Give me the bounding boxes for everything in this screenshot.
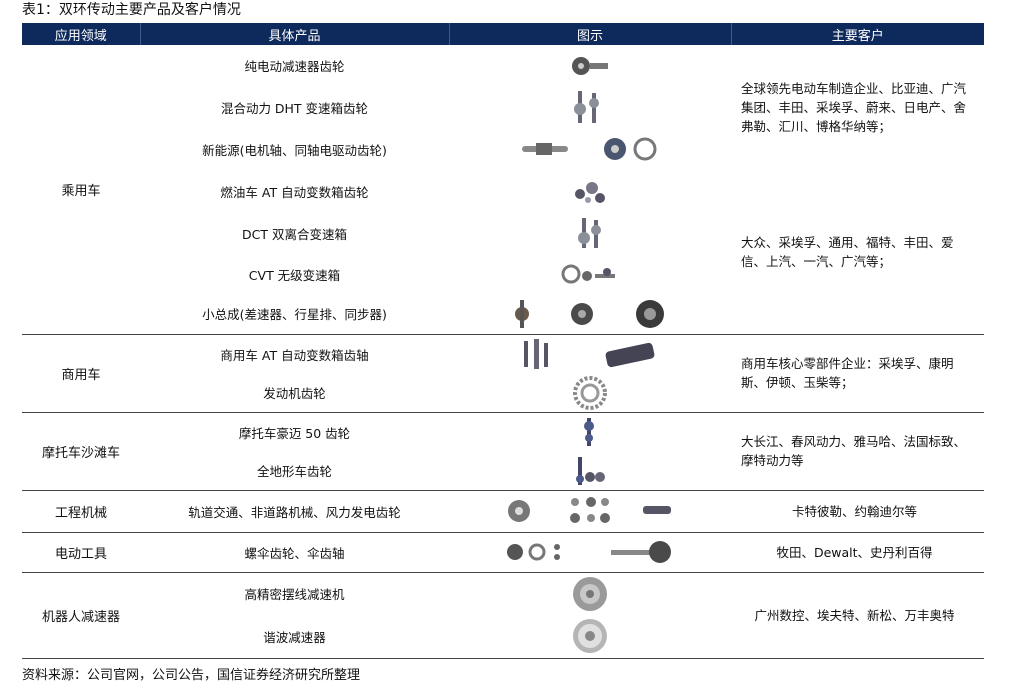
table-row: 电动工具 螺伞齿轮、伞齿轴 牧田、Dewalt、史丹利百得 xyxy=(22,531,984,572)
bevel-gear-image xyxy=(507,541,671,563)
product-image xyxy=(449,531,731,572)
product-image xyxy=(449,86,731,128)
table-row: 商用车 商用车 AT 自动变数箱齿轴 商用车核心零部件企业：采埃孚、康明斯、伊顿… xyxy=(22,333,984,412)
commercial-gear-shaft-image xyxy=(524,339,655,370)
category-cell: 机器人减速器 xyxy=(22,571,140,658)
header-application: 应用领域 xyxy=(22,23,140,45)
header-product: 具体产品 xyxy=(139,23,449,45)
table-row: 机器人减速器 高精密摆线减速机 广州数控、埃夫特、新松、万丰奥特 xyxy=(22,571,984,658)
category-cell: 商用车 xyxy=(22,333,140,412)
product-cell: 商用车 AT 自动变数箱齿轴 xyxy=(140,333,449,374)
header-customers: 主要客户 xyxy=(730,23,984,45)
product-cell: 小总成(差速器、行星排、同步器) xyxy=(202,307,387,323)
product-cell: 轨道交通、非道路机械、风力发电齿轮 xyxy=(140,489,449,532)
product-cell: 全地形车齿轮 xyxy=(256,464,332,480)
industrial-gear-image xyxy=(508,497,671,523)
cvt-gear-image xyxy=(561,264,615,284)
product-cell: 燃油车 AT 自动变数箱齿轮 xyxy=(220,184,369,200)
product-image xyxy=(449,254,731,294)
category-cell: 工程机械 xyxy=(22,489,140,532)
product-image xyxy=(449,489,731,532)
customer-cell: 牧田、Dewalt、史丹利百得 xyxy=(731,531,984,572)
sub-assembly-image xyxy=(515,299,664,328)
source-note: 资料来源：公司官网，公司公告，国信证券经济研究所整理 xyxy=(22,668,361,683)
product-image xyxy=(449,212,731,254)
product-image xyxy=(449,374,731,412)
customer-cell: 全球领先电动车制造企业、比亚迪、广汽集团、丰田、采埃孚、蔚来、日电产、舍弗勒、汇… xyxy=(741,81,967,134)
product-cell: DCT 双离合变速箱 xyxy=(242,226,347,242)
table-row: 发动机齿轮 xyxy=(22,374,984,412)
customer-cell: 广州数控、埃夫特、新松、万丰奥特 xyxy=(731,571,984,658)
product-image xyxy=(449,615,731,658)
shaft-gear-image xyxy=(574,91,599,123)
customer-cell: 卡特彼勒、约翰迪尔等 xyxy=(731,489,984,532)
table-row: CVT 无级变速箱 xyxy=(22,254,984,294)
product-image xyxy=(449,452,731,490)
header-illustration: 图示 xyxy=(448,23,731,45)
cycloid-reducer-image xyxy=(573,576,607,611)
table-row: 摩托车沙滩车 摩托车豪迈 50 齿轮 大长江、春风动力、雅马哈、法国标致、摩特动… xyxy=(22,411,984,490)
product-image xyxy=(449,45,731,86)
customer-cell: 大众、采埃孚、通用、福特、丰田、爱信、上汽、一汽、广汽等； xyxy=(741,234,954,269)
customer-cell: 商用车核心零部件企业：采埃孚、康明斯、伊顿、玉柴等； xyxy=(731,333,984,412)
product-cell: 混合动力 DHT 变速箱齿轮 xyxy=(220,100,369,116)
table-row: 燃油车 AT 自动变数箱齿轮 大众、采埃孚、通用、福特、丰田、爱信、上汽、一汽、… xyxy=(22,170,984,269)
product-image xyxy=(449,128,731,170)
customer-cell: 大长江、春风动力、雅马哈、法国标致、摩特动力等 xyxy=(731,411,984,490)
product-cell: 纯电动减速器齿轮 xyxy=(244,59,345,74)
category-cell: 乘用车 xyxy=(61,183,101,199)
table-title: 表1：双环传动主要产品及客户情况 xyxy=(22,2,241,18)
product-image xyxy=(449,170,731,212)
gear-set-image xyxy=(572,56,608,75)
table-row: 谐波减速器 xyxy=(22,615,984,658)
at-gear-image xyxy=(575,182,605,203)
table-row: DCT 双离合变速箱 xyxy=(22,212,984,254)
product-cell: 新能源(电机轴、同轴电驱动齿轮) xyxy=(202,142,387,158)
motorcycle-gear-image xyxy=(584,418,594,447)
table-row: 工程机械 轨道交通、非道路机械、风力发电齿轮 卡特彼勒、约翰迪尔等 xyxy=(22,489,984,532)
table-row: 混合动力 DHT 变速箱齿轮 xyxy=(22,86,984,128)
product-image xyxy=(449,411,731,452)
harmonic-reducer-image xyxy=(573,619,607,654)
atv-gear-image xyxy=(576,456,605,485)
product-cell: 高精密摆线减速机 xyxy=(140,571,449,615)
motor-shaft-image xyxy=(522,137,657,161)
product-cell: 发动机齿轮 xyxy=(263,386,326,402)
table-row: 乘用车 纯电动减速器齿轮 全球领先电动车制造企业、比亚迪、广汽集团、丰田、采埃孚… xyxy=(22,45,984,199)
product-cell: 谐波减速器 xyxy=(263,629,326,645)
table-row: 全地形车齿轮 xyxy=(22,452,984,490)
category-cell: 摩托车沙滩车 xyxy=(22,411,140,490)
product-image xyxy=(449,571,731,615)
table-row: 小总成(差速器、行星排、同步器) xyxy=(22,294,984,334)
dct-gear-image xyxy=(578,218,601,248)
product-cell: 螺伞齿轮、伞齿轴 xyxy=(140,531,449,572)
product-customer-table: 应用领域 具体产品 图示 主要客户 乘用车 纯电动减速器齿轮 全球领先电动车制造… xyxy=(22,23,984,659)
product-cell: 摩托车豪迈 50 齿轮 xyxy=(140,411,449,452)
table-row: 新能源(电机轴、同轴电驱动齿轮) xyxy=(22,128,984,170)
header-row: 应用领域 具体产品 图示 主要客户 xyxy=(22,23,984,45)
product-image xyxy=(449,333,731,374)
category-cell: 电动工具 xyxy=(22,531,140,572)
product-cell: CVT 无级变速箱 xyxy=(248,267,341,283)
engine-gear-image xyxy=(573,375,607,410)
product-image xyxy=(449,294,731,334)
